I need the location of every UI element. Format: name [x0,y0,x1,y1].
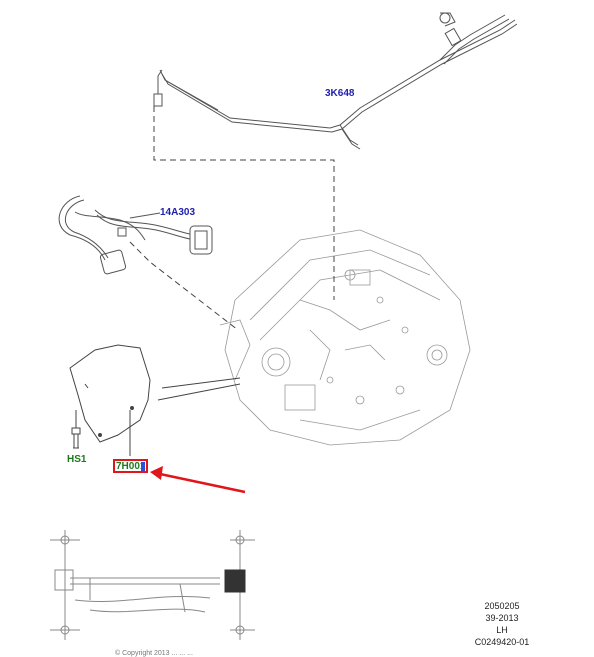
vehicle-overview [50,530,255,640]
copyright-footnote: © Copyright 2013 ... ... ... [115,650,193,657]
reference-line-4: C0249420-01 [474,637,530,647]
highlight-arrow [150,466,246,494]
reference-line-1: 2050205 [484,601,520,611]
reference-line-2: 39-2013 [485,613,519,623]
transmission-body [219,229,471,446]
wiring-harness [58,195,213,275]
reference-line-3: LH [496,625,508,635]
leader-lines [129,106,335,331]
brake-tube-assembly [153,12,518,150]
highlighted-part-callout[interactable]: 7H001 [113,459,148,473]
part-label-hs1[interactable]: HS1 [67,454,87,465]
reference-block: 2050205 39-2013 LH C0249420-01 [466,600,538,648]
part-label-3k648[interactable]: 3K648 [325,88,355,99]
heat-shield [69,344,151,449]
text-cursor [141,462,145,471]
solid-leaders [129,377,241,456]
part-label-14a303[interactable]: 14A303 [160,207,196,218]
part-label-7h001: 7H001 [116,461,146,472]
